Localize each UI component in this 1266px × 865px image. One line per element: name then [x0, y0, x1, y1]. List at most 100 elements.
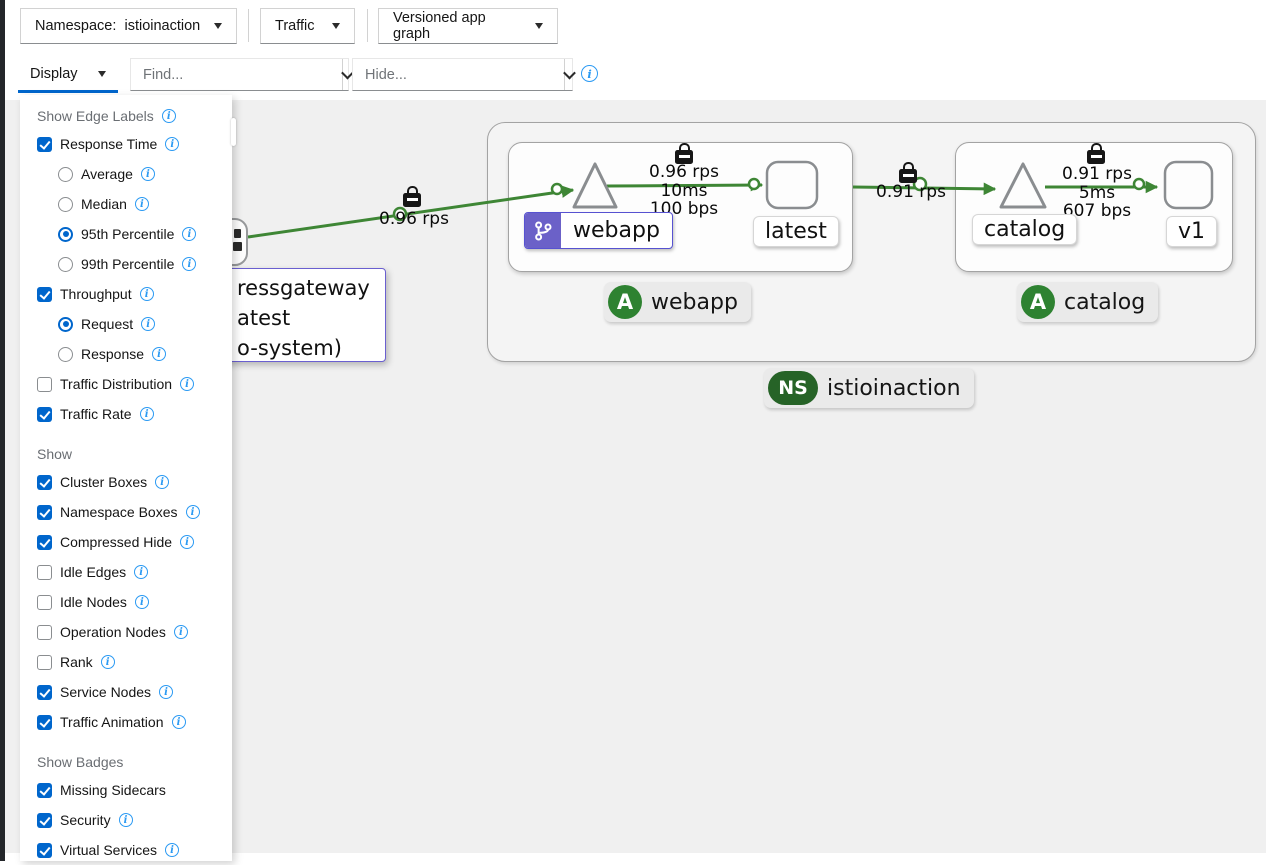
menu-item-label: Idle Edges: [60, 564, 127, 580]
hide-input[interactable]: [353, 59, 564, 90]
node-label-catalog[interactable]: catalog: [972, 214, 1078, 245]
menu-item-cluster-boxes[interactable]: Cluster Boxes: [20, 467, 232, 497]
app-badge-webapp[interactable]: A webapp: [604, 282, 751, 322]
node-label-latest[interactable]: latest: [753, 216, 839, 247]
display-dropdown-button[interactable]: Display: [18, 57, 118, 91]
radio-unselected[interactable]: [58, 256, 73, 272]
checkbox-checked[interactable]: [37, 782, 52, 798]
info-icon[interactable]: [159, 685, 174, 699]
node-label-v1[interactable]: v1: [1166, 216, 1218, 247]
namespace-badge-istioinaction[interactable]: NS istioinaction: [764, 368, 974, 408]
info-icon[interactable]: [134, 565, 149, 579]
menu-scrollbar-thumb[interactable]: [231, 118, 236, 146]
checkbox-unchecked[interactable]: [37, 654, 52, 670]
edge-webapp-to-latest[interactable]: [606, 178, 764, 192]
info-icon[interactable]: [100, 655, 115, 669]
edge-label-catalog-v1[interactable]: 0.91 rps 5ms 607 bps: [1050, 165, 1144, 221]
info-icon[interactable]: [118, 813, 133, 827]
menu-item-security[interactable]: Security: [20, 805, 232, 835]
menu-item-median[interactable]: Median: [20, 189, 232, 219]
menu-item-virtual-services[interactable]: Virtual Services: [20, 835, 232, 865]
checkbox-unchecked[interactable]: [37, 564, 52, 580]
info-icon[interactable]: [180, 377, 195, 391]
hide-options-toggle[interactable]: [563, 59, 576, 90]
info-icon[interactable]: [173, 625, 188, 639]
edge-label-gateway-webapp[interactable]: 0.96 rps: [368, 210, 460, 229]
radio-selected[interactable]: [58, 226, 73, 242]
traffic-dot: [1132, 177, 1146, 191]
menu-item-operation-nodes[interactable]: Operation Nodes: [20, 617, 232, 647]
info-icon[interactable]: [140, 167, 155, 181]
graph-type-select[interactable]: Versioned app graph: [378, 8, 558, 44]
info-icon[interactable]: [161, 109, 176, 123]
radio-unselected[interactable]: [58, 346, 73, 362]
checkbox-checked[interactable]: [37, 136, 52, 152]
info-icon[interactable]: [171, 715, 186, 729]
menu-item-throughput[interactable]: Throughput: [20, 279, 232, 309]
checkbox-unchecked[interactable]: [37, 624, 52, 640]
workload-node-latest[interactable]: [765, 160, 819, 210]
radio-selected[interactable]: [58, 316, 73, 332]
menu-item-traffic-animation[interactable]: Traffic Animation: [20, 707, 232, 737]
edge-label-webapp-latest[interactable]: 0.96 rps 10ms 100 bps: [637, 163, 731, 219]
checkbox-checked[interactable]: [37, 534, 52, 550]
checkbox-checked[interactable]: [37, 504, 52, 520]
info-icon[interactable]: [139, 407, 154, 421]
menu-item-response-time[interactable]: Response Time: [20, 129, 232, 159]
menu-item-request[interactable]: Request: [20, 309, 232, 339]
service-node-catalog[interactable]: [999, 162, 1047, 209]
info-icon[interactable]: [152, 347, 167, 361]
find-input[interactable]: [131, 59, 342, 90]
menu-item-idle-edges[interactable]: Idle Edges: [20, 557, 232, 587]
radio-unselected[interactable]: [58, 196, 73, 212]
info-icon[interactable]: [134, 595, 149, 609]
find-hide-help-icon[interactable]: [581, 65, 598, 82]
menu-item-missing-sidecars[interactable]: Missing Sidecars: [20, 775, 232, 805]
edge-gateway-to-webapp[interactable]: [247, 185, 575, 239]
info-icon[interactable]: [134, 197, 149, 211]
checkbox-checked[interactable]: [37, 684, 52, 700]
menu-item-average[interactable]: Average: [20, 159, 232, 189]
info-icon[interactable]: [165, 843, 180, 857]
traffic-select[interactable]: Traffic: [260, 8, 355, 44]
edge-label-webapp-catalog[interactable]: 0.91 rps: [866, 183, 956, 202]
checkbox-checked[interactable]: [37, 714, 52, 730]
node-label-text: catalog: [984, 217, 1066, 242]
menu-header-label: Show: [37, 446, 73, 462]
info-icon[interactable]: [141, 317, 156, 331]
menu-item-rank[interactable]: Rank: [20, 647, 232, 677]
find-options-toggle[interactable]: [341, 59, 354, 90]
info-icon[interactable]: [139, 287, 154, 301]
menu-item-idle-nodes[interactable]: Idle Nodes: [20, 587, 232, 617]
menu-item-95th-percentile[interactable]: 95th Percentile: [20, 219, 232, 249]
menu-item-99th-percentile[interactable]: 99th Percentile: [20, 249, 232, 279]
checkbox-checked[interactable]: [37, 474, 52, 490]
menu-item-traffic-distribution[interactable]: Traffic Distribution: [20, 369, 232, 399]
info-icon[interactable]: [182, 227, 197, 241]
node-label-webapp[interactable]: webapp: [524, 212, 673, 249]
menu-item-traffic-rate[interactable]: Traffic Rate: [20, 399, 232, 429]
service-node-webapp[interactable]: [572, 162, 618, 209]
checkbox-unchecked[interactable]: [37, 376, 52, 392]
menu-item-compressed-hide[interactable]: Compressed Hide: [20, 527, 232, 557]
menu-item-label: 99th Percentile: [81, 256, 175, 272]
checkbox-checked[interactable]: [37, 812, 52, 828]
edge-latency: 5ms: [1078, 182, 1116, 203]
tooltip-line: ressgateway: [237, 276, 370, 300]
info-icon[interactable]: [185, 505, 200, 519]
radio-unselected[interactable]: [58, 166, 73, 182]
app-badge-catalog[interactable]: A catalog: [1017, 282, 1159, 322]
menu-item-namespace-boxes[interactable]: Namespace Boxes: [20, 497, 232, 527]
namespace-select[interactable]: Namespace: istioinaction: [20, 8, 237, 44]
info-icon[interactable]: [182, 257, 197, 271]
checkbox-checked[interactable]: [37, 842, 52, 858]
checkbox-unchecked[interactable]: [37, 594, 52, 610]
checkbox-checked[interactable]: [37, 406, 52, 422]
info-icon[interactable]: [180, 535, 195, 549]
workload-node-v1[interactable]: [1163, 160, 1214, 210]
checkbox-checked[interactable]: [37, 286, 52, 302]
menu-item-service-nodes[interactable]: Service Nodes: [20, 677, 232, 707]
info-icon[interactable]: [155, 475, 170, 489]
info-icon[interactable]: [165, 137, 180, 151]
menu-item-response[interactable]: Response: [20, 339, 232, 369]
